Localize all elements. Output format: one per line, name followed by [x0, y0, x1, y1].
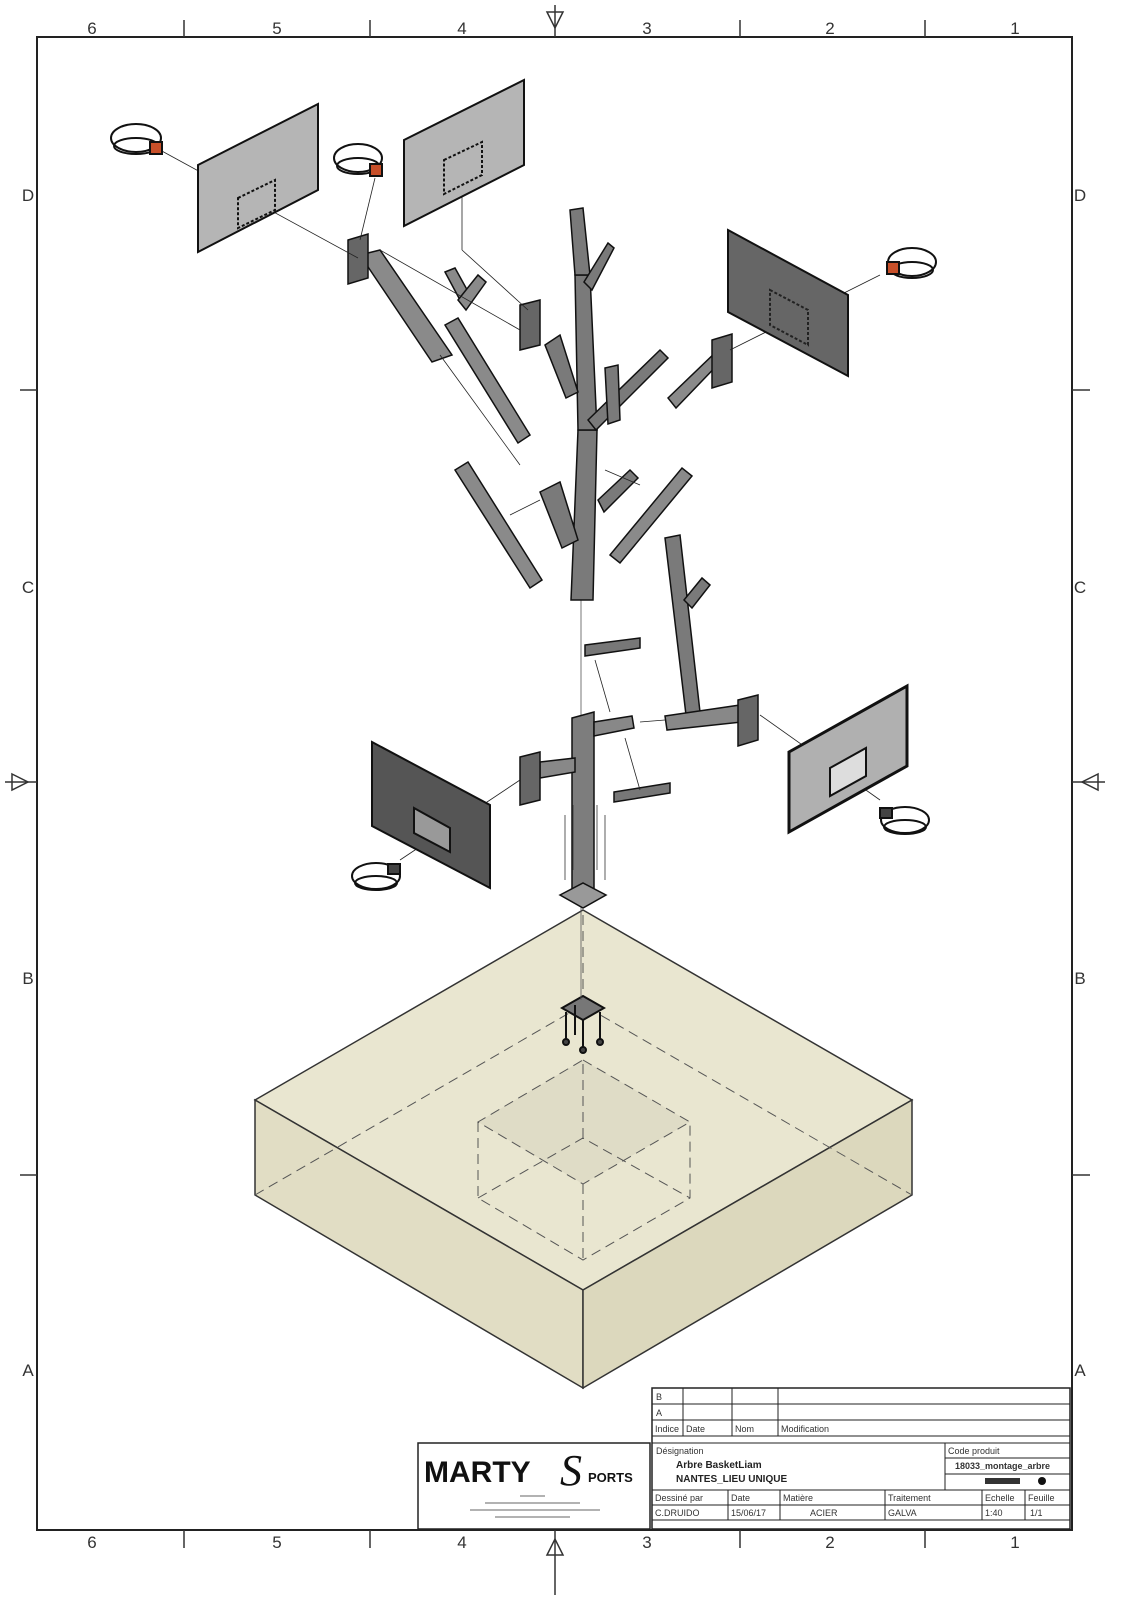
backboard-top-right: [727, 228, 849, 378]
title-block: [651, 1387, 1071, 1530]
field-label: Echelle: [985, 1493, 1015, 1503]
field-label: Traitement: [888, 1493, 931, 1503]
address-lines: [470, 1495, 600, 1518]
backboard-top-left: [197, 102, 319, 254]
anchor-cage: [559, 994, 607, 1054]
row-label: D: [22, 186, 34, 205]
revision-header: Indice: [655, 1424, 679, 1434]
column-label: 5: [272, 1533, 281, 1552]
column-label: 6: [87, 19, 96, 38]
hoop-icon: [351, 862, 401, 891]
field-label: Date: [731, 1493, 750, 1503]
backboards: [197, 78, 909, 890]
hoop-icon: [110, 123, 163, 155]
product-code: 18033_montage_arbre: [955, 1461, 1050, 1471]
designation-line: Arbre BasketLiam: [676, 1460, 762, 1471]
field-label: Feuille: [1028, 1493, 1055, 1503]
row-label: D: [1074, 186, 1086, 205]
column-label: 4: [457, 1533, 466, 1552]
column-label: 1: [1010, 1533, 1019, 1552]
row-label: A: [1074, 1361, 1086, 1380]
logo-s: S: [560, 1446, 582, 1495]
column-label: 1: [1010, 19, 1019, 38]
title-block-text: B A Indice Date Nom Modification Désigna…: [655, 1392, 1055, 1518]
zone-labels: 6 5 4 3 2 1 6 5 4 3 2 1 D C B A D C B A: [22, 19, 1086, 1552]
centering-arrows: [11, 11, 1099, 1556]
lower-right-branch: [664, 534, 759, 748]
row-label: C: [1074, 578, 1086, 597]
upper-trunk: [539, 207, 670, 601]
column-label: 5: [272, 19, 281, 38]
zone-ticks: [5, 5, 1105, 1595]
designation-line: NANTES_LIEU UNIQUE: [676, 1474, 787, 1485]
row-label: A: [22, 1361, 34, 1380]
row-label: C: [22, 578, 34, 597]
arm-pieces: [347, 232, 733, 590]
product-code-label: Code produit: [948, 1446, 1000, 1456]
logo-text: MARTY: [424, 1456, 531, 1489]
hoop-icon: [879, 806, 930, 835]
logo-suffix: PORTS: [588, 1470, 633, 1485]
hoop-icon: [886, 247, 937, 279]
revision-header: Date: [686, 1424, 705, 1434]
company-logo-block: MARTY S PORTS: [417, 1442, 651, 1530]
concrete-foundation: [253, 909, 914, 1390]
field-value: 1/1: [1030, 1508, 1043, 1518]
field-value: 15/06/17: [731, 1508, 766, 1518]
column-label: 2: [825, 19, 834, 38]
column-label: 4: [457, 19, 466, 38]
column-label: 2: [825, 1533, 834, 1552]
field-value: C.DRUIDO: [655, 1508, 700, 1518]
projection-symbol: [985, 1477, 1046, 1485]
backboard-top-center: [403, 78, 525, 228]
backboard-bottom-left: [371, 740, 491, 890]
revision-header: Nom: [735, 1424, 754, 1434]
field-label: Dessiné par: [655, 1493, 703, 1503]
revision-index: B: [656, 1392, 662, 1402]
revision-index: A: [656, 1408, 662, 1418]
field-value: 1:40: [985, 1508, 1003, 1518]
backboard-bottom-right: [787, 683, 909, 835]
hoop-icon: [333, 143, 383, 177]
row-label: B: [22, 969, 33, 988]
field-value: ACIER: [810, 1508, 838, 1518]
field-label: Matière: [783, 1493, 813, 1503]
row-label: B: [1074, 969, 1085, 988]
basketball-hoops: [110, 123, 937, 891]
revision-header: Modification: [781, 1424, 829, 1434]
field-value: GALVA: [888, 1508, 917, 1518]
column-label: 3: [642, 19, 651, 38]
column-label: 3: [642, 1533, 651, 1552]
column-label: 6: [87, 1533, 96, 1552]
designation-label: Désignation: [656, 1446, 704, 1456]
lower-trunk: [519, 637, 671, 909]
